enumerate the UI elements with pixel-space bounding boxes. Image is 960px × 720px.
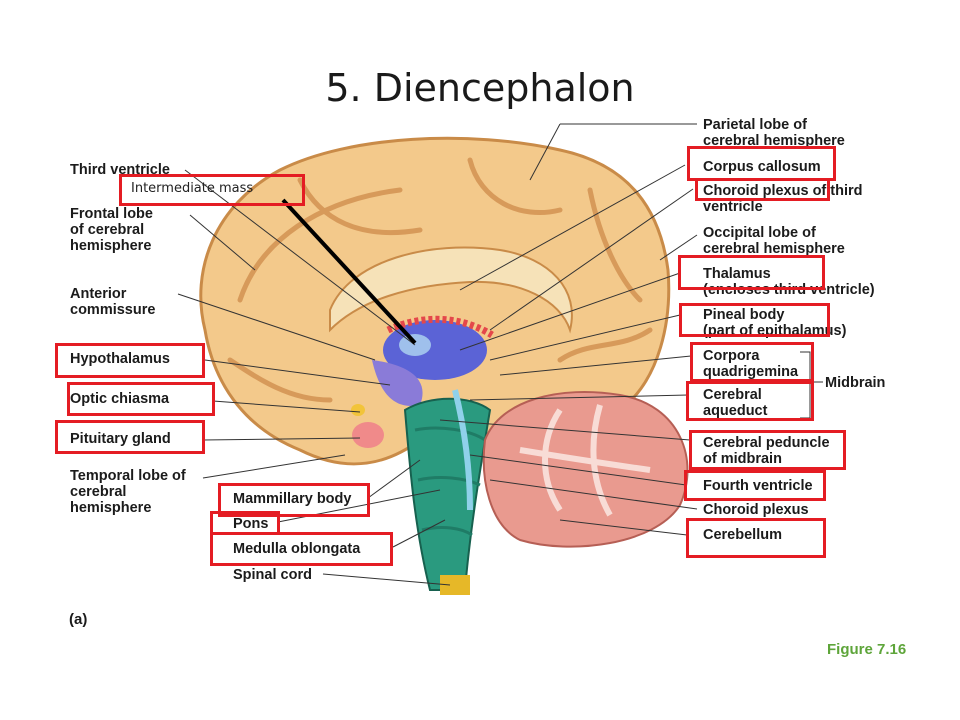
label-thalamus: Thalamus (encloses third ventricle) xyxy=(703,266,875,298)
slide-title: 5. Diencephalon xyxy=(325,66,635,110)
figure-number: Figure 7.16 xyxy=(827,641,907,658)
corpus-callosum-shape xyxy=(329,246,573,334)
label-corpora-quadrigemina: Corpora quadrigemina xyxy=(703,348,799,380)
label-cerebral-peduncle: Cerebral peduncle of midbrain xyxy=(703,435,830,467)
highlight-box-pituitary-gland xyxy=(55,420,205,454)
label-corpus-callosum: Corpus callosum xyxy=(703,159,821,175)
label-hypothalamus: Hypothalamus xyxy=(70,351,170,367)
label-optic-chiasma: Optic chiasma xyxy=(70,391,170,407)
highlight-box-corpus-callosum xyxy=(687,146,836,181)
label-temporal-lobe: Temporal lobe of cerebral hemisphere xyxy=(70,468,186,516)
label-cerebellum: Cerebellum xyxy=(703,527,782,543)
label-occipital-lobe: Occipital lobe of cerebral hemisphere xyxy=(703,225,845,257)
panel-label: (a) xyxy=(69,611,88,628)
annotation-intermediate-mass: Intermediate mass xyxy=(131,181,254,196)
highlight-box-optic-chiasma xyxy=(67,382,215,416)
label-cerebral-aqueduct: Cerebral aqueduct xyxy=(703,387,768,419)
label-mammillary-body: Mammillary body xyxy=(233,491,352,507)
hypothalamus-shape xyxy=(372,360,423,406)
label-frontal-lobe: Frontal lobe of cerebral hemisphere xyxy=(70,206,153,254)
highlight-box-cerebral-peduncle xyxy=(689,430,846,470)
label-fourth-ventricle: Fourth ventricle xyxy=(703,478,813,494)
label-choroid-plexus: Choroid plexus xyxy=(703,502,809,518)
label-parietal-lobe: Parietal lobe of cerebral hemisphere xyxy=(703,117,845,149)
highlight-box-pineal-body xyxy=(679,303,830,337)
highlight-box-fourth-ventricle xyxy=(684,470,826,501)
pituitary-shape xyxy=(352,422,384,448)
highlight-box-cerebral-aqueduct xyxy=(686,381,814,421)
label-pituitary-gland: Pituitary gland xyxy=(70,431,171,447)
label-anterior-commissure: Anterior commissure xyxy=(70,286,156,318)
label-pons: Pons xyxy=(233,516,269,532)
leader-lines-right xyxy=(439,123,823,536)
cerebrum-shape xyxy=(199,136,671,466)
highlight-box-hypothalamus xyxy=(55,343,205,378)
highlight-box-mammillary-body xyxy=(218,483,370,517)
highlight-box-intermediate-mass xyxy=(119,174,305,206)
label-choroid-plexus-third-ventricle: Choroid plexus of third ventricle xyxy=(703,183,863,215)
highlight-box-cerebellum xyxy=(686,518,826,558)
highlight-box-medulla-oblongata xyxy=(210,532,393,566)
label-spinal-cord: Spinal cord xyxy=(233,567,312,583)
annotation-pointer-line xyxy=(281,198,417,345)
label-midbrain: Midbrain xyxy=(825,375,886,391)
highlight-box-choroid-plexus-third xyxy=(695,178,830,201)
highlight-box-thalamus xyxy=(678,255,825,290)
label-medulla-oblongata: Medulla oblongata xyxy=(233,541,361,557)
cerebellum-shape xyxy=(482,391,689,548)
highlight-box-corpora-quadrigemina xyxy=(690,342,814,382)
